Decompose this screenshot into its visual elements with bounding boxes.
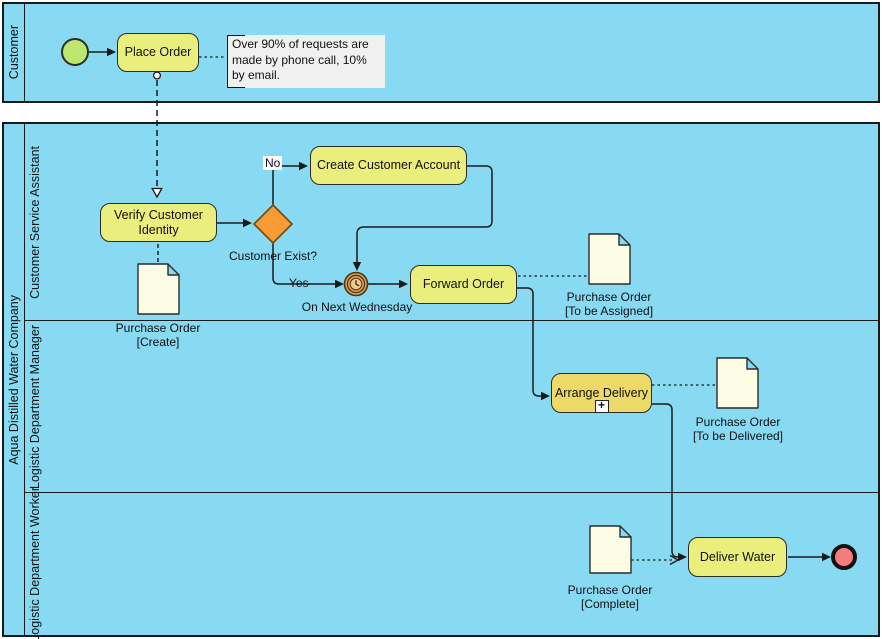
pool-company-name-cell: Aqua Distilled Water Company — [4, 124, 25, 635]
gateway-question-label: Customer Exist? — [228, 249, 318, 263]
pool-company-label: Aqua Distilled Water Company — [7, 294, 21, 465]
task-place-order-label: Place Order — [124, 45, 192, 60]
gateway-yes-label: Yes — [289, 276, 309, 290]
lane-customer-service-assistant: Customer Service Assistant — [25, 124, 878, 321]
task-deliver-water-label: Deliver Water — [699, 549, 776, 564]
task-arrange-delivery-label: Arrange Delivery — [554, 385, 649, 400]
timer-event-label: On Next Wednesday — [301, 300, 413, 314]
lane-logistic-department-manager: Logistic Department Manager — [25, 321, 878, 493]
annotation-text: Over 90% of requests are made by phone c… — [232, 37, 369, 82]
gateway-no-label: No — [263, 156, 283, 170]
lane-logistic-department-worker-label: Logistic Department Worker — [28, 486, 42, 639]
doc-state: [Complete] — [580, 597, 640, 611]
task-create-customer-account[interactable]: Create Customer Account — [310, 146, 467, 185]
doc-title: Purchase Order — [567, 583, 653, 597]
doc-state: [Create] — [136, 335, 180, 349]
doc-label-po-to-be-assigned: Purchase Order [To be Assigned] — [549, 290, 669, 318]
doc-state: [To be Delivered] — [692, 429, 784, 443]
pool-company-lanes: Customer Service Assistant Logistic Depa… — [25, 124, 878, 639]
task-place-order[interactable]: Place Order — [117, 33, 199, 72]
task-create-customer-account-label: Create Customer Account — [316, 158, 461, 173]
subprocess-plus-icon[interactable]: + — [594, 399, 609, 413]
task-verify-customer-identity[interactable]: Verify Customer Identity — [100, 203, 217, 242]
doc-title: Purchase Order — [566, 290, 652, 304]
lane-customer-service-assistant-label: Customer Service Assistant — [28, 145, 42, 299]
lane-logistic-department-manager-label: Logistic Department Manager — [28, 324, 42, 489]
doc-label-po-complete: Purchase Order [Complete] — [550, 583, 670, 611]
text-annotation: Over 90% of requests are made by phone c… — [227, 35, 385, 88]
doc-label-po-create: Purchase Order [Create] — [98, 321, 218, 349]
task-deliver-water[interactable]: Deliver Water — [688, 537, 787, 577]
annotation-bracket-bottom — [228, 87, 245, 88]
task-arrange-delivery[interactable]: Arrange Delivery + — [551, 373, 652, 413]
pool-customer-name-cell: Customer — [4, 4, 25, 101]
task-forward-order[interactable]: Forward Order — [410, 265, 517, 304]
task-verify-customer-identity-label: Verify Customer Identity — [114, 207, 203, 237]
task-forward-order-label: Forward Order — [422, 277, 505, 292]
doc-title: Purchase Order — [115, 321, 201, 335]
pool-customer-label: Customer — [7, 25, 21, 80]
annotation-bracket-top — [228, 35, 245, 36]
doc-state: [To be Assigned] — [564, 304, 654, 318]
doc-label-po-to-be-delivered: Purchase Order [To be Delivered] — [678, 415, 798, 443]
doc-title: Purchase Order — [695, 415, 781, 429]
